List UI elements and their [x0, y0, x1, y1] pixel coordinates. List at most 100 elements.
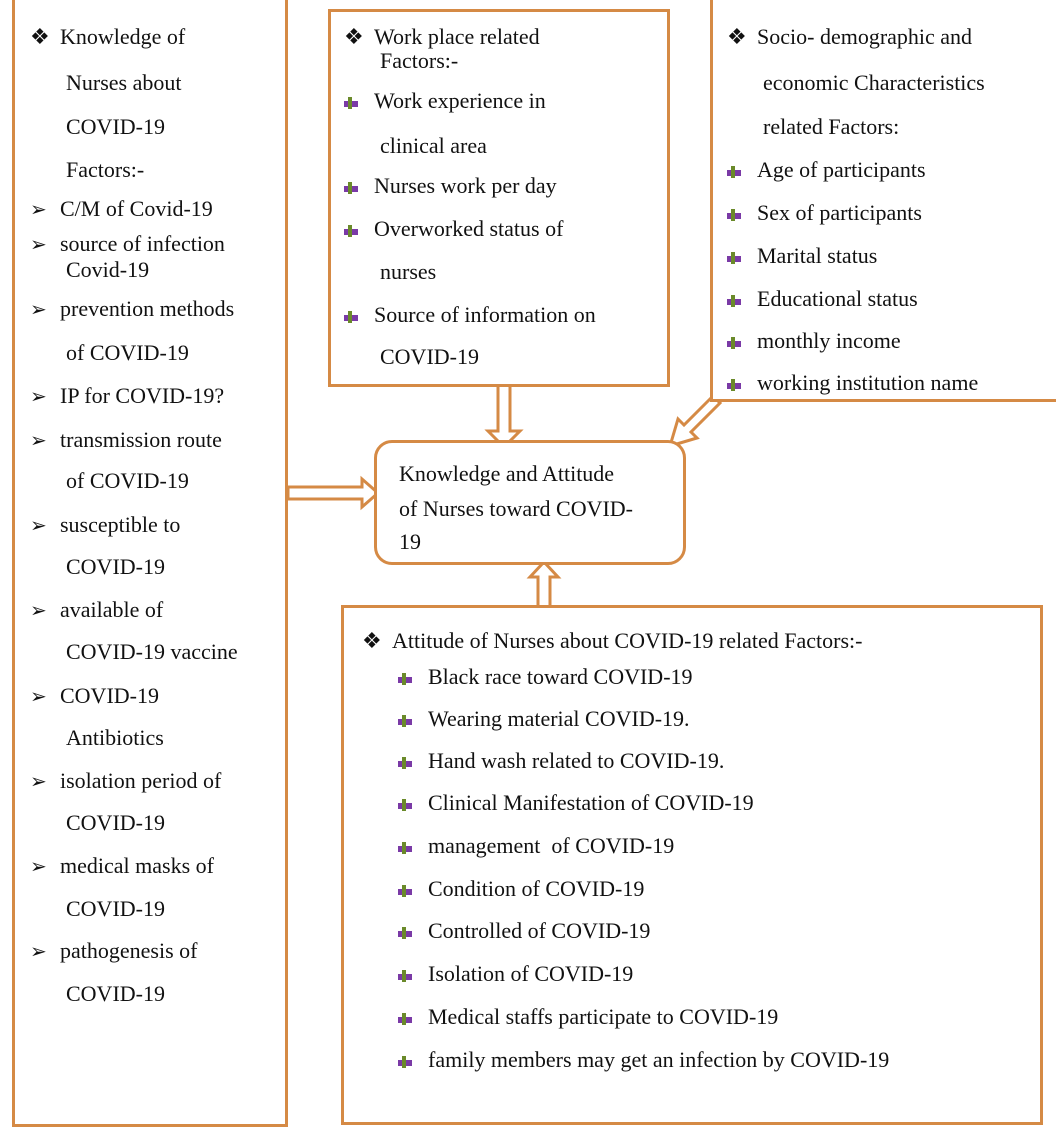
list-item: ➢isolation period of — [30, 768, 222, 793]
list-item: ➢source of infection — [30, 231, 225, 256]
attitude-factors-box: ❖Attitude of Nurses about COVID-19 relat… — [341, 605, 1043, 1125]
list-item: Educational status — [727, 286, 918, 312]
list-item-line: nurses — [380, 259, 437, 284]
knowledge-title-line: Factors:- — [66, 157, 145, 182]
pointing-hand-bullet-icon — [398, 876, 428, 902]
arrowhead-bullet-icon: ➢ — [30, 234, 47, 256]
center-line: 19 — [399, 529, 421, 554]
list-item-line: Covid-19 — [66, 257, 150, 282]
knowledge-title: ❖Knowledge of — [30, 24, 186, 49]
pointing-hand-bullet-icon — [398, 918, 428, 944]
arrowhead-bullet-icon: ➢ — [30, 386, 47, 408]
attitude-title: ❖Attitude of Nurses about COVID-19 relat… — [362, 628, 863, 653]
arrow-work-to-center — [484, 383, 524, 450]
sociodemographic-factors-box: ❖Socio- demographic and economic Charact… — [710, 0, 1056, 402]
knowledge-title-line: COVID-19 — [66, 114, 165, 139]
list-item: ➢COVID-19 — [30, 683, 159, 708]
list-item: Clinical Manifestation of COVID-19 — [398, 790, 754, 816]
arrowhead-bullet-icon: ➢ — [30, 686, 47, 708]
list-item-line: COVID-19 — [66, 810, 165, 835]
list-item: Hand wash related to COVID-19. — [398, 748, 724, 774]
arrowhead-bullet-icon: ➢ — [30, 600, 47, 622]
list-item: ➢available of — [30, 597, 164, 622]
list-item: monthly income — [727, 328, 901, 354]
knowledge-factors-box: ❖Knowledge of Nurses about COVID-19 Fact… — [12, 0, 288, 1127]
list-item-line: COVID-19 vaccine — [66, 639, 238, 664]
workplace-title-line: Factors:- — [380, 48, 459, 73]
four-diamond-bullet-icon: ❖ — [362, 628, 382, 653]
list-item: management of COVID-19 — [398, 833, 674, 859]
list-item: family members may get an infection by C… — [398, 1047, 889, 1073]
knowledge-title-line: Nurses about — [66, 70, 182, 95]
pointing-hand-bullet-icon — [398, 1004, 428, 1030]
pointing-hand-bullet-icon — [344, 216, 374, 242]
list-item: working institution name — [727, 370, 978, 396]
pointing-hand-bullet-icon — [344, 173, 374, 199]
list-item-line: of COVID-19 — [66, 468, 189, 493]
list-item: Sex of participants — [727, 200, 922, 226]
list-item: ➢pathogenesis of — [30, 938, 198, 963]
arrowhead-bullet-icon: ➢ — [30, 771, 47, 793]
pointing-hand-bullet-icon — [727, 370, 757, 396]
sociodemographic-title-line: related Factors: — [763, 114, 900, 139]
pointing-hand-bullet-icon — [398, 961, 428, 987]
arrow-attitude-to-center — [526, 559, 562, 610]
list-item-line: COVID-19 — [66, 554, 165, 579]
list-item: Medical staffs participate to COVID-19 — [398, 1004, 778, 1030]
pointing-hand-bullet-icon — [398, 1047, 428, 1073]
list-item: Wearing material COVID-19. — [398, 706, 690, 732]
list-item-line: COVID-19 — [66, 896, 165, 921]
pointing-hand-bullet-icon — [727, 286, 757, 312]
workplace-title: ❖Work place related — [344, 24, 540, 49]
list-item: ➢IP for COVID-19? — [30, 383, 225, 408]
pointing-hand-bullet-icon — [398, 664, 428, 690]
pointing-hand-bullet-icon — [344, 302, 374, 328]
list-item: Age of participants — [727, 157, 926, 183]
pointing-hand-bullet-icon — [398, 748, 428, 774]
list-item: Source of information on — [344, 302, 596, 328]
center-outcome-box: Knowledge and Attitude of Nurses toward … — [374, 440, 686, 565]
pointing-hand-bullet-icon — [727, 243, 757, 269]
four-diamond-bullet-icon: ❖ — [344, 24, 364, 49]
center-line: Knowledge and Attitude — [399, 461, 615, 486]
list-item-line: of COVID-19 — [66, 340, 189, 365]
list-item-line: clinical area — [380, 133, 487, 158]
list-item: Black race toward COVID-19 — [398, 664, 693, 690]
list-item: Overworked status of — [344, 216, 563, 242]
list-item: Work experience in — [344, 88, 546, 114]
four-diamond-bullet-icon: ❖ — [727, 24, 747, 49]
list-item: Controlled of COVID-19 — [398, 918, 650, 944]
workplace-factors-box: ❖Work place related Factors:- Work exper… — [328, 9, 670, 387]
list-item: ➢C/M of Covid-19 — [30, 196, 213, 221]
sociodemographic-title: ❖Socio- demographic and — [727, 24, 973, 49]
list-item: ➢transmission route — [30, 427, 222, 452]
list-item-line: COVID-19 — [380, 344, 479, 369]
four-diamond-bullet-icon: ❖ — [30, 24, 50, 49]
sociodemographic-title-line: economic Characteristics — [763, 70, 985, 95]
arrowhead-bullet-icon: ➢ — [30, 430, 47, 452]
arrowhead-bullet-icon: ➢ — [30, 856, 47, 878]
list-item: Nurses work per day — [344, 173, 557, 199]
center-line: of Nurses toward COVID- — [399, 496, 634, 521]
list-item-line: COVID-19 — [66, 981, 165, 1006]
pointing-hand-bullet-icon — [727, 157, 757, 183]
list-item: Marital status — [727, 243, 877, 269]
arrowhead-bullet-icon: ➢ — [30, 941, 47, 963]
pointing-hand-bullet-icon — [727, 328, 757, 354]
list-item: ➢prevention methods — [30, 296, 235, 321]
pointing-hand-bullet-icon — [398, 833, 428, 859]
arrowhead-bullet-icon: ➢ — [30, 515, 47, 537]
pointing-hand-bullet-icon — [344, 88, 374, 114]
arrowhead-bullet-icon: ➢ — [30, 299, 47, 321]
list-item-line: Antibiotics — [66, 725, 164, 750]
arrow-socio-to-center — [667, 393, 723, 449]
pointing-hand-bullet-icon — [398, 790, 428, 816]
list-item: Isolation of COVID-19 — [398, 961, 633, 987]
pointing-hand-bullet-icon — [727, 200, 757, 226]
arrowhead-bullet-icon: ➢ — [30, 199, 47, 221]
list-item: Condition of COVID-19 — [398, 876, 644, 902]
list-item: ➢medical masks of — [30, 853, 214, 878]
pointing-hand-bullet-icon — [398, 706, 428, 732]
arrow-left-to-center — [286, 475, 381, 511]
